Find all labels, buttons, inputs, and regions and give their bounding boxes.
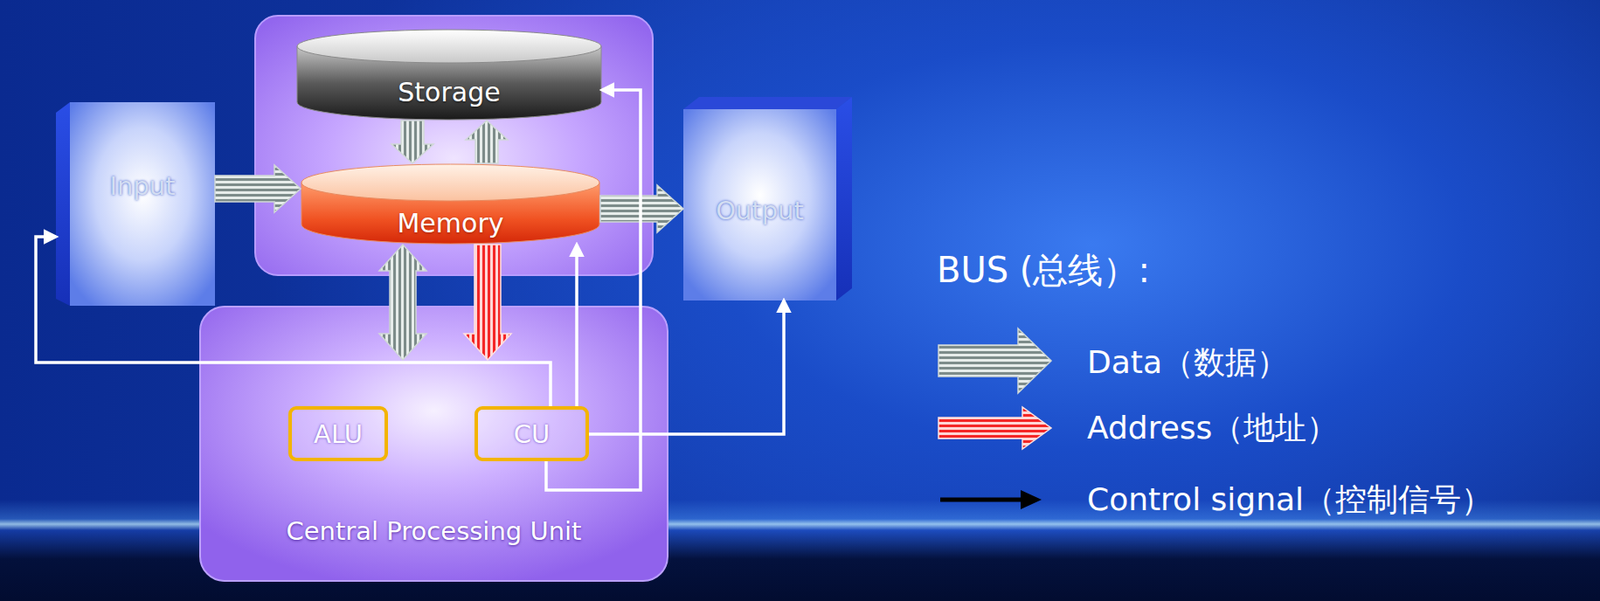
legend-text: Address（地址） [1087,406,1338,451]
legend-address-arrow [938,407,1052,450]
box-side [836,96,852,301]
cpu-panel-shape [200,306,668,582]
node-label: Storage [296,63,603,121]
node-label: CU [474,406,589,462]
data-bus-arrow [391,120,434,164]
node-label: Memory [300,201,601,245]
node-label: ALU [288,406,388,462]
legend-control-line [940,498,1025,503]
cpu-panel: Central Processing Unit ALU CU [199,305,669,582]
legend-text: Control signal（控制信号） [1087,477,1493,522]
legend-text: Data（数据） [1087,340,1289,385]
alu-box: ALU [288,406,388,462]
data-bus-arrow [214,165,301,213]
memory-group-panel [255,15,653,276]
box-top [683,96,852,110]
input-box: Input [55,102,215,306]
legend-control-head [1020,490,1042,510]
data-bus-arrow [600,185,684,233]
box-face [69,102,215,306]
cylinder-top [297,29,602,63]
cylinder-top [301,164,600,201]
memory-cylinder: Memory [300,163,601,245]
box-side [55,102,70,306]
node-label: Central Processing Unit [199,508,669,555]
legend-data-arrow [938,328,1052,394]
output-box: Output [683,96,852,301]
node-label: Input [69,163,215,209]
node-outline [55,102,215,306]
cu-box: CU [474,406,589,462]
data-bus-arrow [465,120,508,164]
storage-cylinder: Storage [296,28,603,121]
box-face [683,109,837,301]
node-label: Output [683,187,837,234]
legend-heading: BUS (总线）: [936,248,1150,292]
